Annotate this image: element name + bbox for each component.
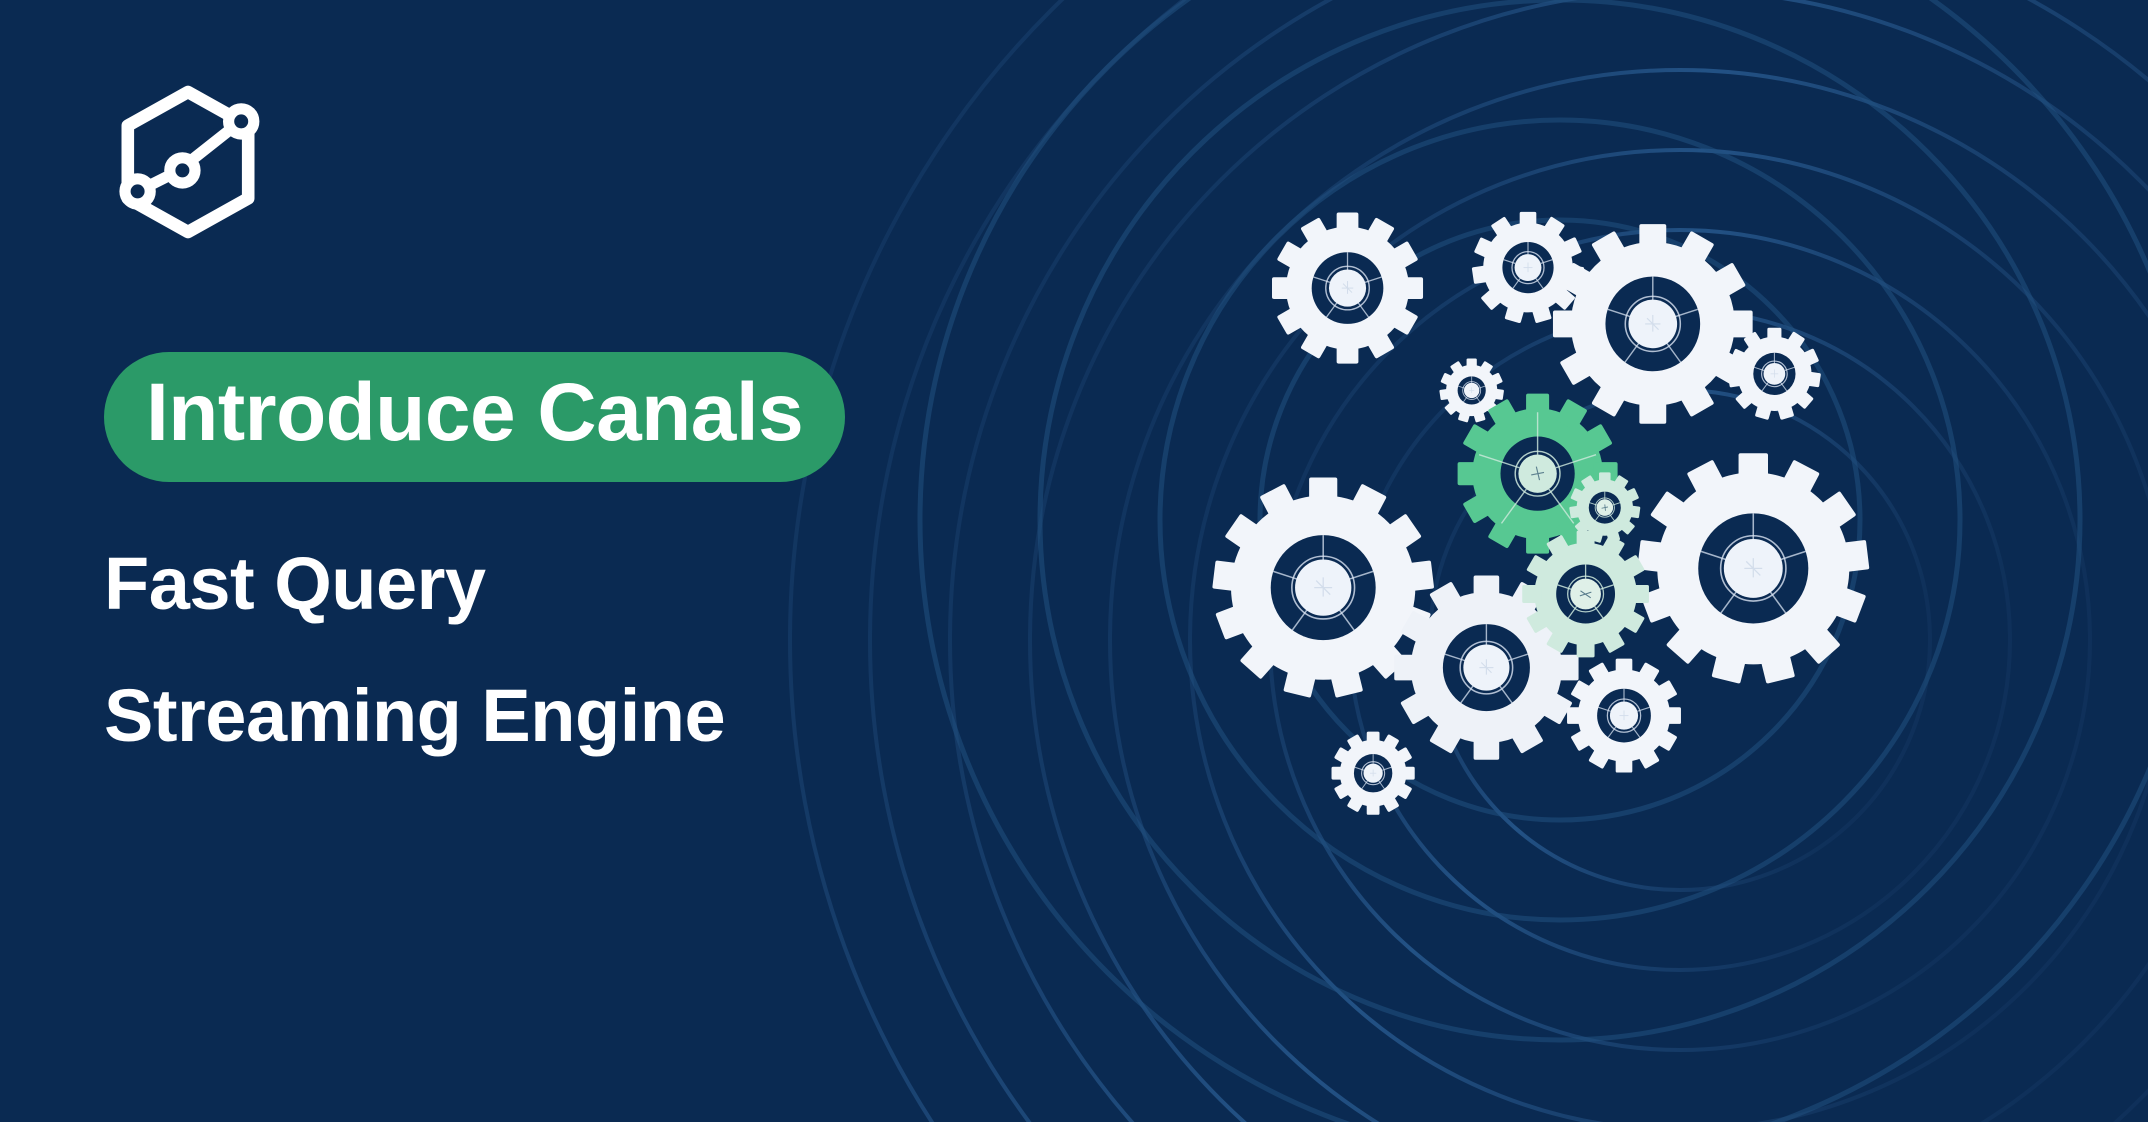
gear-small-top-far-right: [1728, 327, 1821, 420]
hero-copy: Introduce Canals Fast Query Streaming En…: [104, 352, 1104, 756]
gear-cluster: [1212, 211, 1870, 815]
gear-medium-top-center: [1471, 211, 1585, 324]
headline-line-2: Streaming Engine: [104, 674, 726, 757]
gear-xl-right: [1637, 453, 1870, 684]
badge-label: Introduce Canals: [146, 367, 804, 458]
hexagon-network-logo: [119, 85, 260, 239]
gear-large-top-left: [1272, 212, 1424, 364]
gear-large-bottom-center: [1394, 575, 1579, 760]
gear-xl-top-right: [1552, 224, 1753, 424]
gear-mint-small: [1569, 472, 1641, 543]
badge-introduce-canals: Introduce Canals: [104, 352, 846, 482]
gear-small-upper-center: [1439, 358, 1504, 423]
gear-medium-bottom: [1567, 658, 1681, 773]
headline-line-1: Fast Query: [104, 542, 486, 625]
gear-xl-left: [1212, 477, 1434, 698]
gear-small-bottom-left: [1331, 731, 1415, 815]
gear-mint-medium: [1522, 530, 1649, 658]
